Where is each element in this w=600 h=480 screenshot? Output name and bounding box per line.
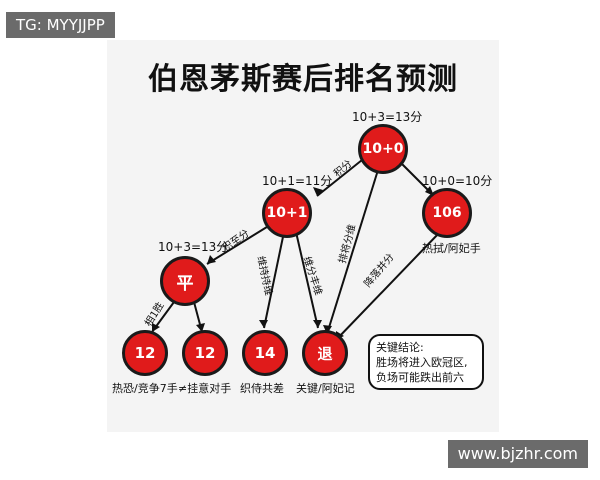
page-title: 伯恩茅斯赛后排名预测 [148, 62, 458, 97]
score-draw-branch: 10+1=11分 [262, 174, 333, 188]
conclusion-callout: 关键结论: 胜场将进入欧冠区, 负场可能跌出前六 [368, 334, 484, 390]
edge-draw-to-leaf3 [263, 231, 285, 329]
node-root: 10+0 [358, 124, 408, 174]
node-leaf-2: 12 [182, 330, 228, 376]
score-draw-draw: 10+3=13分 [158, 240, 229, 254]
watermark-bottom-right: www.bjzhr.com [447, 440, 588, 468]
score-root: 10+3=13分 [352, 110, 423, 124]
node-leaf-4: 退 [302, 330, 348, 376]
watermark-top-left: TG: MYYJJPP [6, 12, 115, 38]
edge-loss-to-leaf4 [335, 231, 441, 341]
node-leaf-3: 14 [242, 330, 288, 376]
caption-loss-branch: 热拭/阿妃手 [422, 242, 481, 255]
score-loss-branch: 10+0=10分 [422, 174, 493, 188]
node-draw-draw: 平 [160, 256, 210, 306]
caption-leaf-3: 织侍共差 [240, 382, 284, 395]
callout-heading: 关键结论: [376, 341, 424, 354]
callout-line-2: 胜场将进入欧冠区, [376, 356, 468, 369]
edge-draw-to-drawdraw [206, 221, 276, 265]
node-draw-branch: 10+1 [262, 188, 312, 238]
edge-draw-to-leaf4 [295, 231, 319, 329]
callout-line-3: 负场可能跌出前六 [376, 371, 464, 384]
edge-root-to-draw [316, 159, 363, 197]
caption-leaf-4: 关键/阿妃记 [296, 382, 355, 395]
edge-root-to-leaf4 [326, 169, 379, 335]
caption-leaf-2: ≠挂意对手 [178, 382, 232, 395]
caption-leaf-1: 热恐/竞争7手 [112, 382, 178, 395]
node-leaf-1: 12 [122, 330, 168, 376]
node-loss-branch: 106 [422, 188, 472, 238]
